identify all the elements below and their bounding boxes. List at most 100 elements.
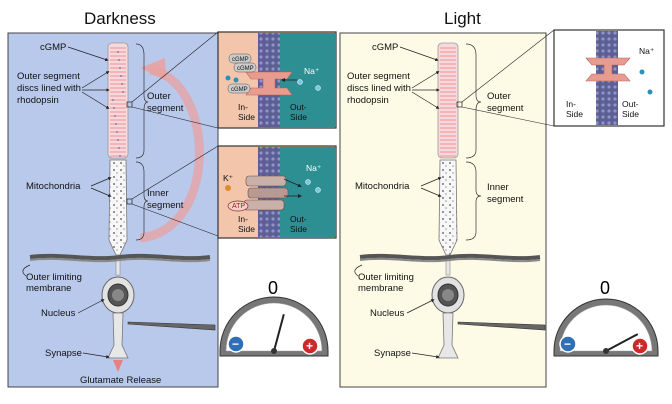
cgmp-dot bbox=[116, 131, 118, 133]
disc bbox=[440, 51, 456, 53]
outer-limiting-membrane-line bbox=[359, 253, 541, 261]
darkness-title: Darkness bbox=[84, 9, 156, 28]
disc bbox=[110, 151, 126, 153]
light-meter-zero: 0 bbox=[600, 278, 610, 298]
na-k-pump bbox=[243, 175, 302, 211]
label-outer-segment-2: segment bbox=[487, 103, 524, 114]
disc bbox=[440, 79, 456, 81]
minus-icon bbox=[227, 335, 245, 353]
label-olm-2: membrane bbox=[26, 283, 71, 294]
cgmp-dot bbox=[113, 107, 115, 109]
disc bbox=[110, 47, 126, 49]
inset-bottom-inside-1: In- bbox=[238, 214, 248, 224]
disc bbox=[440, 123, 456, 125]
cgmp-dot bbox=[119, 155, 121, 157]
label-glutamate-release: Glutamate Release bbox=[80, 375, 161, 386]
disc bbox=[110, 131, 126, 133]
disc bbox=[110, 147, 126, 149]
disc bbox=[440, 71, 456, 73]
darkness-inset-top: cGMP cGMP cGMP Na⁺ In- Side Out- Side bbox=[217, 31, 337, 129]
disc bbox=[440, 151, 456, 153]
plus-icon bbox=[631, 337, 649, 355]
current-arrow-head bbox=[140, 58, 166, 80]
label-outer-segment-1: Outer bbox=[487, 91, 511, 102]
inset-inside-1: In- bbox=[566, 99, 576, 109]
label-inner-segment-1: Inner bbox=[147, 188, 169, 199]
disc bbox=[440, 103, 456, 105]
disc bbox=[110, 83, 126, 85]
inset-na-ion-bottom: Na⁺ bbox=[306, 163, 322, 173]
label-olm-1: Outer limiting bbox=[358, 272, 414, 283]
disc bbox=[440, 111, 456, 113]
disc bbox=[110, 95, 126, 97]
darkness-inset-bottom: K⁺ ATP Na⁺ In- Side Out- Side bbox=[217, 145, 337, 239]
electrode bbox=[457, 321, 546, 331]
inset-outside-1: Out- bbox=[290, 102, 307, 112]
disc bbox=[110, 135, 126, 137]
inset-inside-2: Side bbox=[566, 109, 583, 119]
darkness-meter-needle bbox=[273, 314, 285, 352]
inset-inside-2: Side bbox=[238, 112, 255, 122]
disc bbox=[110, 59, 126, 61]
light-minus-sign: − bbox=[564, 337, 571, 351]
electrode bbox=[127, 321, 216, 331]
light-inset-top: Na⁺ In- Side Out- Side bbox=[553, 29, 665, 127]
outer-segment-bracket bbox=[465, 43, 482, 159]
cgmp-dot bbox=[117, 139, 119, 141]
label-inner-segment-2: segment bbox=[147, 200, 184, 211]
label-outer-discs-2: discs lined with bbox=[17, 83, 81, 94]
disc bbox=[440, 135, 456, 137]
disc bbox=[110, 99, 126, 101]
current-arrow bbox=[139, 65, 204, 243]
disc bbox=[110, 79, 126, 81]
disc bbox=[110, 155, 126, 157]
cgmp-dot bbox=[112, 99, 114, 101]
label-nucleus: Nucleus bbox=[41, 308, 76, 319]
inset-bottom-inside-2: Side bbox=[238, 224, 255, 234]
inset-outside-1: Out- bbox=[622, 99, 639, 109]
label-outer-discs-1: Outer segment bbox=[17, 71, 80, 82]
nucleus-inner bbox=[112, 289, 124, 301]
glutamate-arrow bbox=[113, 360, 123, 372]
light-title: Light bbox=[444, 9, 481, 28]
disc bbox=[110, 107, 126, 109]
label-olm-2: membrane bbox=[358, 283, 403, 294]
nucleus-inner bbox=[442, 289, 454, 301]
cgmp-dot bbox=[118, 147, 120, 149]
label-inner-segment-1: Inner bbox=[487, 182, 509, 193]
cgmp-dot bbox=[115, 123, 117, 125]
outer-limiting-membrane-line bbox=[29, 253, 211, 261]
disc bbox=[440, 67, 456, 69]
inset-atp: ATP bbox=[232, 203, 245, 210]
light-plus-sign: + bbox=[636, 339, 643, 353]
label-cgmp: cGMP bbox=[372, 42, 398, 53]
outer-segment-discs bbox=[110, 47, 126, 157]
label-inner-segment-2: segment bbox=[487, 194, 524, 205]
inset-na-ion: Na⁺ bbox=[639, 46, 655, 56]
inset-outside-2: Side bbox=[622, 109, 639, 119]
disc bbox=[110, 123, 126, 125]
inner-segment-bracket bbox=[135, 161, 149, 241]
disc bbox=[110, 91, 126, 93]
inset-na-ion: Na⁺ bbox=[304, 66, 320, 76]
disc bbox=[110, 71, 126, 73]
disc bbox=[110, 63, 126, 65]
disc bbox=[440, 87, 456, 89]
darkness-meter-zero: 0 bbox=[268, 278, 278, 298]
disc bbox=[110, 87, 126, 89]
disc bbox=[440, 155, 456, 157]
label-outer-segment-2: segment bbox=[147, 103, 184, 114]
minus-icon bbox=[559, 335, 577, 353]
disc bbox=[440, 107, 456, 109]
label-outer-discs-3: rhodopsin bbox=[17, 95, 59, 106]
disc bbox=[440, 99, 456, 101]
cgmp-dot bbox=[118, 59, 120, 61]
cgmp-dot bbox=[121, 83, 123, 85]
inset-outside-2: Side bbox=[290, 112, 307, 122]
disc bbox=[440, 83, 456, 85]
disc bbox=[440, 55, 456, 57]
outer-segment-bracket bbox=[135, 43, 149, 159]
label-olm-1: Outer limiting bbox=[26, 272, 82, 283]
cgmp-dot bbox=[119, 67, 121, 69]
disc bbox=[440, 119, 456, 121]
